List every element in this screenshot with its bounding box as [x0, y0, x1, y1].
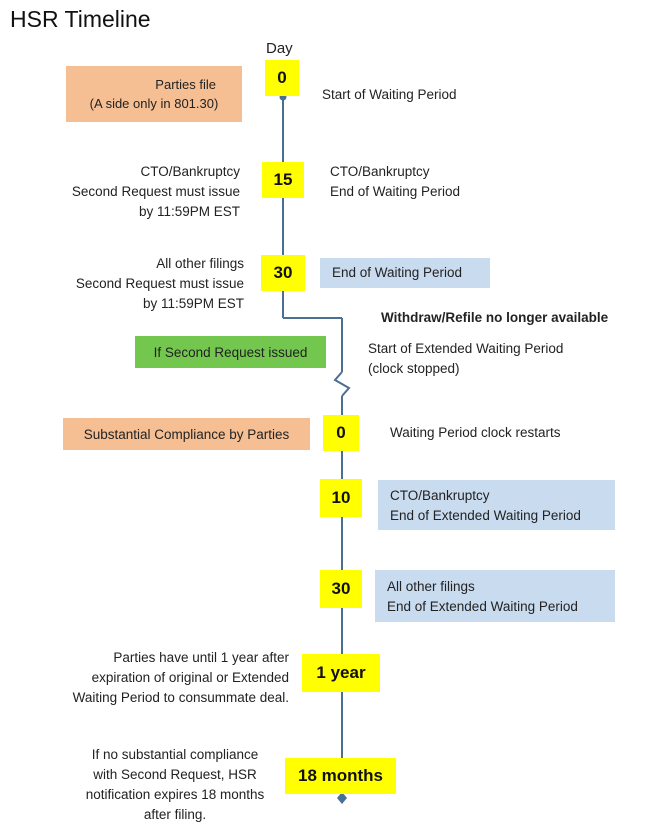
cto-left-line3: by 11:59PM EST: [138, 204, 240, 219]
marker-day-15: 15: [262, 162, 304, 198]
end-waiting-box: End of Waiting Period: [320, 258, 490, 288]
cto-left-line1: CTO/Bankruptcy: [140, 164, 240, 179]
other-left-line1: All other filings: [156, 256, 244, 271]
cto-right-line1: CTO/Bankruptcy: [330, 164, 430, 179]
no-compliance-line3: notification expires 18 months: [85, 787, 265, 802]
marker-day-10: 10: [320, 479, 362, 517]
other-ext-line1: All other filings: [387, 579, 475, 594]
cto-right-line2: End of Waiting Period: [330, 184, 461, 199]
marker-day-30: 30: [261, 255, 305, 291]
marker-day-0: 0: [265, 60, 299, 96]
start-extended-line2: (clock stopped): [368, 361, 460, 376]
marker-eighteen-months: 18 months: [285, 758, 396, 794]
one-year-line3: Waiting Period to consummate deal.: [72, 690, 289, 705]
day-label: Day: [266, 40, 293, 57]
no-compliance-line1: If no substantial compliance: [91, 747, 259, 762]
one-year-note: Parties have until 1 year after expirati…: [73, 648, 289, 708]
clock-restarts-label: Waiting Period clock restarts: [390, 425, 561, 440]
timeline-break-zigzag: [333, 371, 351, 397]
no-compliance-line4: after filing.: [143, 807, 207, 822]
other-second-request-note: All other filings Second Request must is…: [76, 254, 244, 314]
other-ext-line2: End of Extended Waiting Period: [387, 599, 578, 614]
cto-ext-line1: CTO/Bankruptcy: [390, 488, 490, 503]
cto-ext-line2: End of Extended Waiting Period: [390, 508, 581, 523]
substantial-compliance-box: Substantial Compliance by Parties: [63, 418, 310, 450]
other-extended-box: All other filings End of Extended Waitin…: [375, 570, 615, 622]
other-left-line2: Second Request must issue: [75, 276, 244, 291]
cto-extended-box: CTO/Bankruptcy End of Extended Waiting P…: [378, 480, 615, 530]
start-waiting-label: Start of Waiting Period: [322, 87, 457, 102]
marker-restart-0: 0: [323, 415, 359, 451]
start-extended-line1: Start of Extended Waiting Period: [368, 341, 564, 356]
parties-file-line1: Parties file: [155, 77, 216, 92]
withdraw-refile-label: Withdraw/Refile no longer available: [381, 310, 609, 325]
cto-left-line2: Second Request must issue: [71, 184, 240, 199]
no-compliance-note: If no substantial compliance with Second…: [70, 745, 280, 825]
start-extended-note: Start of Extended Waiting Period (clock …: [368, 339, 563, 379]
parties-file-box: Parties file (A side only in 801.30): [66, 66, 242, 122]
one-year-line1: Parties have until 1 year after: [113, 650, 289, 665]
one-year-line2: expiration of original or Extended: [91, 670, 289, 685]
cto-second-request-note: CTO/Bankruptcy Second Request must issue…: [72, 162, 240, 222]
timeline-end-diamond: [337, 792, 347, 804]
marker-day-30-extended: 30: [320, 570, 362, 608]
parties-file-line2: (A side only in 801.30): [89, 96, 219, 111]
no-compliance-line2: with Second Request, HSR: [93, 767, 257, 782]
other-left-line3: by 11:59PM EST: [142, 296, 244, 311]
second-request-box: If Second Request issued: [135, 336, 326, 368]
page-title: HSR Timeline: [10, 6, 151, 32]
marker-one-year: 1 year: [302, 654, 380, 692]
cto-end-waiting-note: CTO/Bankruptcy End of Waiting Period: [330, 162, 460, 202]
